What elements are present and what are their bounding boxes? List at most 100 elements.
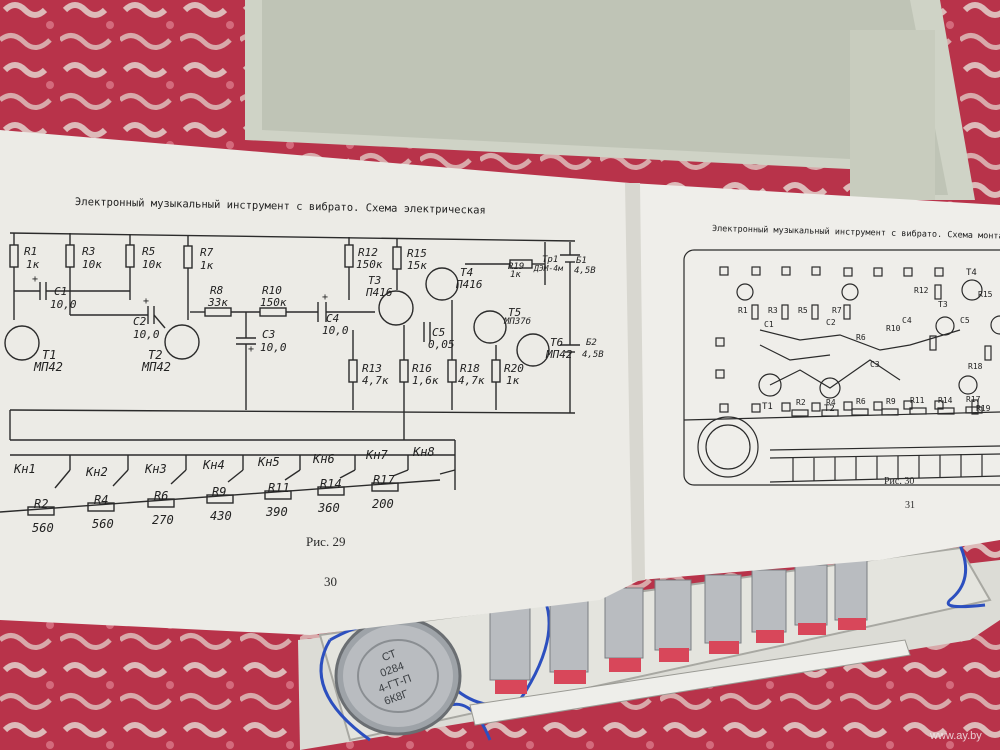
label-t1: T1 [42, 348, 57, 362]
label-r7-value: 1к [200, 259, 214, 272]
key-resistor-name-r4: R4 [94, 493, 109, 507]
label-c2: C2 [133, 315, 147, 328]
ra-bottom-r11: R11 [910, 396, 925, 405]
svg-text:+: + [322, 292, 328, 303]
key-resistor-name-r9: R9 [212, 485, 227, 499]
label-r3-value: 10к [82, 258, 102, 271]
label-r19: R19 [508, 262, 525, 272]
left-page [0, 130, 640, 635]
key-label-3: Кн3 [145, 462, 167, 476]
label-b2-value: 4,5В [582, 350, 604, 360]
ra-c4: C4 [902, 316, 912, 325]
label-r13-value: 4,7к [362, 374, 389, 387]
right-figure-caption: Рис. 30 [884, 476, 915, 487]
label-c2-value: 10,0 [133, 328, 160, 341]
key-label-7: Кн7 [366, 448, 388, 462]
key-resistor-name-r17: R17 [373, 473, 395, 487]
key-label-8: Кн8 [413, 445, 435, 459]
svg-text:+: + [143, 296, 149, 307]
ra-t3: T3 [938, 300, 948, 309]
label-t4: T4 [460, 266, 474, 279]
key-resistor-name-r6: R6 [154, 489, 169, 503]
label-r12-value: 150к [356, 258, 383, 271]
key-resistor-value-r14: 360 [318, 501, 340, 515]
label-b1-value: 4,5В [574, 266, 596, 276]
key-resistor-value-r11: 390 [266, 505, 288, 519]
label-c4: C4 [326, 312, 340, 325]
ra-c1: C1 [764, 320, 774, 329]
label-r8-value: 33к [208, 296, 228, 309]
label-t3: T3 [368, 274, 382, 287]
label-r12: R12 [358, 246, 378, 259]
right-page-number: 31 [905, 500, 915, 511]
label-r15: R15 [407, 247, 427, 260]
ra-r10: R10 [886, 324, 901, 333]
ra-r3: R3 [768, 306, 778, 315]
label-r10-value: 150к [260, 296, 287, 309]
label-r19-value: 1к [510, 270, 521, 280]
key-resistor-name-r11: R11 [268, 481, 290, 495]
svg-text:+: + [32, 274, 38, 285]
ra-t2: T2 [824, 404, 835, 414]
ra-r18: R18 [968, 362, 983, 371]
key-resistor-name-r14: R14 [320, 477, 342, 491]
svg-text:+: + [248, 344, 254, 355]
ra-r5: R5 [798, 306, 808, 315]
label-r10: R10 [262, 284, 282, 297]
key-resistor-value-r2: 560 [32, 521, 54, 535]
ra-c5: C5 [960, 316, 970, 325]
key-resistor-value-r9: 430 [210, 509, 232, 523]
ra-bottom-r4: R4 [826, 398, 836, 407]
right-page [630, 183, 1000, 580]
key-resistor-value-r6: 270 [152, 513, 174, 527]
ra-r12: R12 [914, 286, 929, 295]
label-r13: R13 [362, 362, 382, 375]
label-r7: R7 [200, 246, 214, 259]
label-tp1: Тр1 [542, 255, 559, 265]
label-t1-value: МП42 [34, 360, 63, 374]
ra-r6: R6 [856, 333, 866, 342]
label-r18-value: 4,7к [458, 374, 485, 387]
label-r8: R8 [210, 284, 224, 297]
label-t5-value: МП37б [504, 317, 532, 327]
ra-bottom-r14: R14 [938, 396, 953, 405]
key-resistor-value-r4: 560 [92, 517, 114, 531]
plastic-box-inner [262, 0, 948, 195]
key-label-6: Кн6 [313, 452, 335, 466]
ra-r1: R1 [738, 306, 748, 315]
label-b1: Б1 [576, 256, 587, 266]
label-r3: R3 [82, 245, 96, 258]
ra-r7: R7 [832, 306, 842, 315]
ra-r19: R19 [976, 404, 991, 413]
ra-bottom-r2: R2 [796, 398, 806, 407]
label-c5-value: 0,05 [428, 338, 455, 351]
label-t5: T5 [508, 306, 522, 319]
label-r18: R18 [460, 362, 480, 375]
left-page-number: 30 [324, 574, 337, 589]
label-r1-value: 1к [26, 258, 40, 271]
ra-r15: R15 [978, 290, 993, 299]
key-resistor-name-r2: R2 [34, 497, 49, 511]
label-r16: R16 [412, 362, 432, 375]
watermark: www.ay.by [930, 730, 982, 742]
key-label-1: Кн1 [14, 462, 36, 476]
assembly-diagram [683, 249, 1000, 486]
label-t2: T2 [148, 348, 163, 362]
left-figure-caption: Рис. 29 [306, 534, 346, 549]
ra-bottom-r17: R17 [966, 395, 981, 404]
ra-c2: C2 [826, 318, 836, 327]
electrical-schematic: + + + + [0, 232, 580, 516]
label-c3: C3 [262, 328, 276, 341]
label-c4-value: 10,0 [322, 324, 349, 337]
label-r16-value: 1,6к [412, 374, 439, 387]
label-t6-value: МП42 [546, 348, 573, 361]
key-resistor-value-r17: 200 [372, 497, 394, 511]
key-label-2: Кн2 [86, 465, 108, 479]
label-r5-value: 10к [142, 258, 162, 271]
capacitor-component [334, 616, 462, 736]
label-t6: T6 [550, 336, 564, 349]
label-r20: R20 [504, 362, 524, 375]
key-label-5: Кн5 [258, 455, 280, 469]
ra-c3: C3 [870, 360, 880, 369]
ra-bottom-r9: R9 [886, 397, 896, 406]
